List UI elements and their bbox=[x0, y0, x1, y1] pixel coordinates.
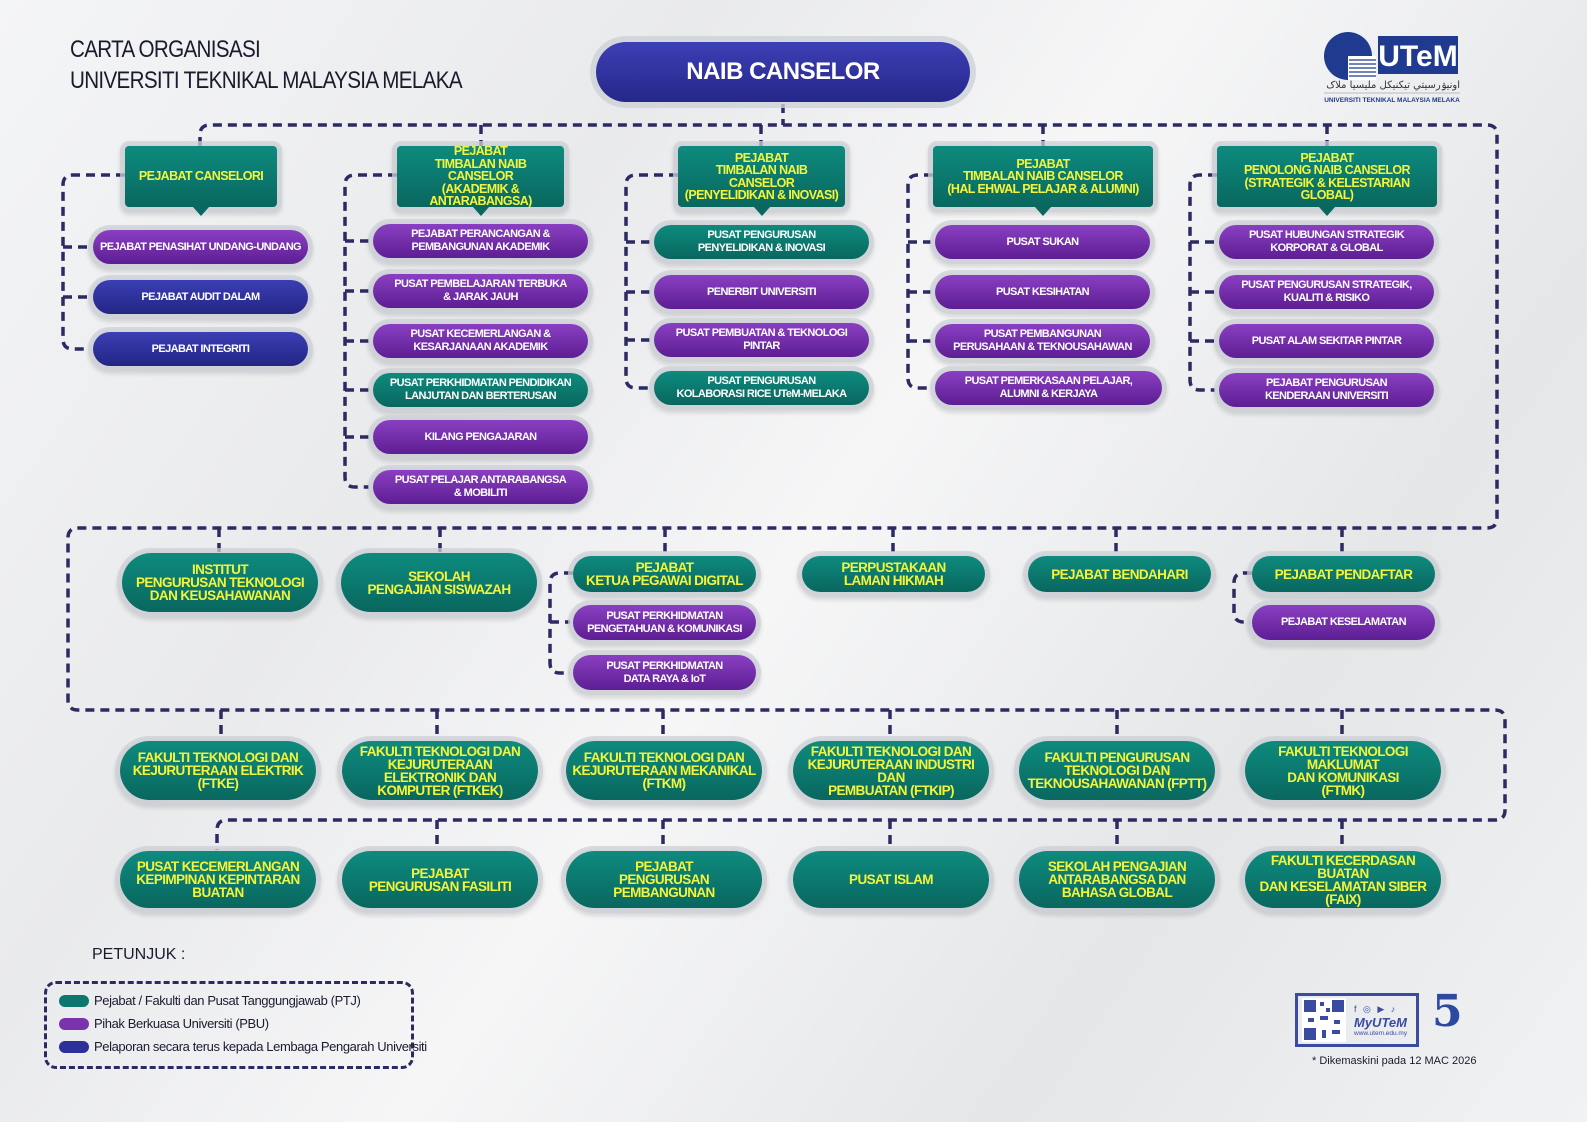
column-head-5[interactable]: PEJABAT PENOLONG NAIB CANSELOR (STRATEGI… bbox=[1217, 146, 1437, 216]
unit-pill[interactable]: PUSAT PENGURUSAN KOLABORASI RICE UTeM-ME… bbox=[654, 371, 869, 405]
svg-text:UNIVERSITI TEKNIKAL MALAYSIA M: UNIVERSITI TEKNIKAL MALAYSIA MELAKA bbox=[1324, 97, 1460, 104]
faculty-box[interactable]: FAKULTI TEKNOLOGI DAN KEJURUTERAAN ELEKT… bbox=[342, 741, 538, 800]
legend-label: Pelaporan secara terus kepada Lembaga Pe… bbox=[94, 1039, 427, 1054]
unit-pill[interactable]: PUSAT PENGURUSAN STRATEGIK, KUALITI & RI… bbox=[1219, 275, 1434, 309]
unit-box[interactable]: PEJABAT BENDAHARI bbox=[1028, 556, 1211, 592]
unit-pill[interactable]: PUSAT PEMERKASAAN PELAJAR, ALUMNI & KERJ… bbox=[935, 371, 1162, 405]
app-name: MyUTeM bbox=[1354, 1014, 1407, 1030]
unit-box[interactable]: SEKOLAH PENGAJIAN ANTARABANGSA DAN BAHAS… bbox=[1019, 851, 1215, 908]
unit-pill[interactable]: PUSAT PENGURUSAN PENYELIDIKAN & INOVASI bbox=[654, 225, 869, 259]
unit-pill[interactable]: PEJABAT KESELAMATAN bbox=[1252, 605, 1435, 640]
unit-box[interactable]: PEJABAT PENGURUSAN FASILITI bbox=[342, 851, 538, 908]
utem-logo: UTeM اونيۏرسيتي تيکنيکل مليسيا ملاک UNIV… bbox=[1322, 30, 1462, 106]
unit-pill[interactable]: PUSAT PEMBUATAN & TEKNOLOGI PINTAR bbox=[654, 323, 869, 357]
unit-pill[interactable]: PUSAT PEMBELAJARAN TERBUKA & JARAK JAUH bbox=[373, 274, 588, 308]
legend-label: Pihak Berkuasa Universiti (PBU) bbox=[94, 1016, 269, 1031]
faculty-box[interactable]: FAKULTI TEKNOLOGI MAKLUMAT DAN KOMUNIKAS… bbox=[1245, 741, 1441, 800]
column-head-3[interactable]: PEJABAT TIMBALAN NAIB CANSELOR (PENYELID… bbox=[678, 146, 845, 216]
myutem-qr-panel[interactable]: f ◎ ▶ ♪ MyUTeM www.utem.edu.my bbox=[1295, 993, 1419, 1047]
unit-box[interactable]: INSTITUT PENGURUSAN TEKNOLOGI DAN KEUSAH… bbox=[122, 553, 318, 612]
unit-pill[interactable]: PUSAT HUBUNGAN STRATEGIK KORPORAT & GLOB… bbox=[1219, 225, 1434, 259]
page-title: CARTA ORGANISASI UNIVERSITI TEKNIKAL MAL… bbox=[70, 34, 463, 96]
dashed-connector bbox=[1188, 173, 1217, 392]
unit-pill[interactable]: PUSAT ALAM SEKITAR PINTAR bbox=[1219, 324, 1434, 358]
anniversary-logo: 5 bbox=[1432, 986, 1463, 1037]
social-icons[interactable]: f ◎ ▶ ♪ bbox=[1354, 1003, 1398, 1014]
dashed-connector bbox=[66, 123, 1507, 850]
unit-pill[interactable]: PUSAT PERKHIDMATAN PENGETAHUAN & KOMUNIK… bbox=[573, 605, 756, 640]
last-updated: * Dikemaskini pada 12 MAC 2026 bbox=[1312, 1055, 1477, 1067]
faculty-box[interactable]: FAKULTI TEKNOLOGI DAN KEJURUTERAAN INDUS… bbox=[793, 741, 989, 800]
legend-title: PETUNJUK : bbox=[92, 946, 186, 963]
purple-swatch bbox=[59, 1017, 89, 1030]
faculty-box[interactable]: FAKULTI TEKNOLOGI DAN KEJURUTERAAN ELEKT… bbox=[120, 741, 316, 800]
dashed-connector bbox=[1232, 571, 1252, 624]
dashed-connector bbox=[624, 173, 678, 390]
qr-code-icon bbox=[1302, 998, 1346, 1042]
legend-label: Pejabat / Fakulti dan Pusat Tanggungjawa… bbox=[94, 993, 361, 1008]
unit-box[interactable]: PEJABAT KETUA PEGAWAI DIGITAL bbox=[573, 556, 756, 592]
dashed-connector bbox=[343, 173, 397, 489]
unit-pill[interactable]: PENERBIT UNIVERSITI bbox=[654, 275, 869, 309]
svg-text:اونيۏرسيتي تيکنيکل مليسيا ملاک: اونيۏرسيتي تيکنيکل مليسيا ملاک bbox=[1326, 80, 1460, 91]
unit-box[interactable]: PEJABAT PENDAFTAR bbox=[1252, 556, 1435, 592]
faculty-box[interactable]: FAKULTI TEKNOLOGI DAN KEJURUTERAAN MEKAN… bbox=[566, 741, 762, 800]
dashed-connector bbox=[548, 571, 573, 675]
unit-pill[interactable]: PUSAT SUKAN bbox=[935, 225, 1150, 259]
legend-item-board: Pelaporan secara terus kepada Lembaga Pe… bbox=[59, 1039, 427, 1054]
svg-text:UTeM: UTeM bbox=[1378, 40, 1457, 73]
unit-pill[interactable]: PEJABAT PENGURUSAN KENDERAAN UNIVERSITI bbox=[1219, 373, 1434, 407]
unit-box[interactable]: PUSAT KECEMERLANGAN KEPIMPINAN KEPINTARA… bbox=[120, 851, 316, 908]
website-link[interactable]: www.utem.edu.my bbox=[1354, 1029, 1408, 1037]
dashed-connector bbox=[906, 173, 933, 390]
unit-pill[interactable]: PUSAT PEMBANGUNAN PERUSAHAAN & TEKNOUSAH… bbox=[935, 324, 1150, 358]
unit-box[interactable]: PUSAT ISLAM bbox=[793, 851, 989, 908]
utem-emblem-icon: UTeM اونيۏرسيتي تيکنيکل مليسيا ملاک UNIV… bbox=[1324, 32, 1460, 104]
unit-box[interactable]: PEJABAT PENGURUSAN PEMBANGUNAN bbox=[566, 851, 762, 908]
unit-pill[interactable]: PUSAT PERKHIDMATAN PENDIDIKAN LANJUTAN D… bbox=[373, 373, 588, 407]
legend: Pejabat / Fakulti dan Pusat Tanggungjawa… bbox=[44, 981, 427, 1069]
column-head-2[interactable]: PEJABAT TIMBALAN NAIB CANSELOR (AKADEMIK… bbox=[397, 145, 564, 216]
unit-pill[interactable]: KILANG PENGAJARAN bbox=[373, 420, 588, 454]
unit-box[interactable]: FAKULTI KECERDASAN BUATAN DAN KESELAMATA… bbox=[1245, 851, 1441, 908]
unit-pill[interactable]: PUSAT PELAJAR ANTARABANGSA & MOBILITI bbox=[373, 470, 588, 504]
legend-item-pbu: Pihak Berkuasa Universiti (PBU) bbox=[59, 1016, 269, 1031]
title-line-1: CARTA ORGANISASI bbox=[70, 36, 261, 63]
unit-pill[interactable]: PEJABAT INTEGRITI bbox=[93, 332, 308, 366]
legend-item-ptj: Pejabat / Fakulti dan Pusat Tanggungjawa… bbox=[59, 993, 361, 1008]
column-head-4[interactable]: PEJABAT TIMBALAN NAIB CANSELOR (HAL EHWA… bbox=[933, 146, 1153, 216]
unit-box[interactable]: PERPUSTAKAAN LAMAN HIKMAH bbox=[802, 556, 985, 592]
teal-swatch bbox=[59, 994, 89, 1007]
unit-box[interactable]: SEKOLAH PENGAJIAN SISWAZAH bbox=[341, 553, 537, 612]
unit-pill[interactable]: PEJABAT PERANCANGAN & PEMBANGUNAN AKADEM… bbox=[373, 224, 588, 258]
unit-pill[interactable]: PUSAT PERKHIDMATAN DATA RAYA & IoT bbox=[573, 655, 756, 690]
column-head-1[interactable]: PEJABAT CANSELORI bbox=[125, 146, 277, 216]
faculty-box[interactable]: FAKULTI PENGURUSAN TEKNOLOGI DAN TEKNOUS… bbox=[1019, 741, 1215, 800]
naib-canselor-box[interactable]: NAIB CANSELOR bbox=[596, 42, 970, 102]
unit-pill[interactable]: PEJABAT PENASIHAT UNDANG-UNDANG bbox=[93, 230, 308, 264]
unit-pill[interactable]: PUSAT KESIHATAN bbox=[935, 275, 1150, 309]
title-line-2: UNIVERSITI TEKNIKAL MALAYSIA MELAKA bbox=[70, 67, 463, 94]
unit-pill[interactable]: PUSAT KECEMERLANGAN & KESARJANAAN AKADEM… bbox=[373, 324, 588, 358]
unit-pill[interactable]: PEJABAT AUDIT DALAM bbox=[93, 280, 308, 314]
blue-swatch bbox=[59, 1040, 89, 1053]
